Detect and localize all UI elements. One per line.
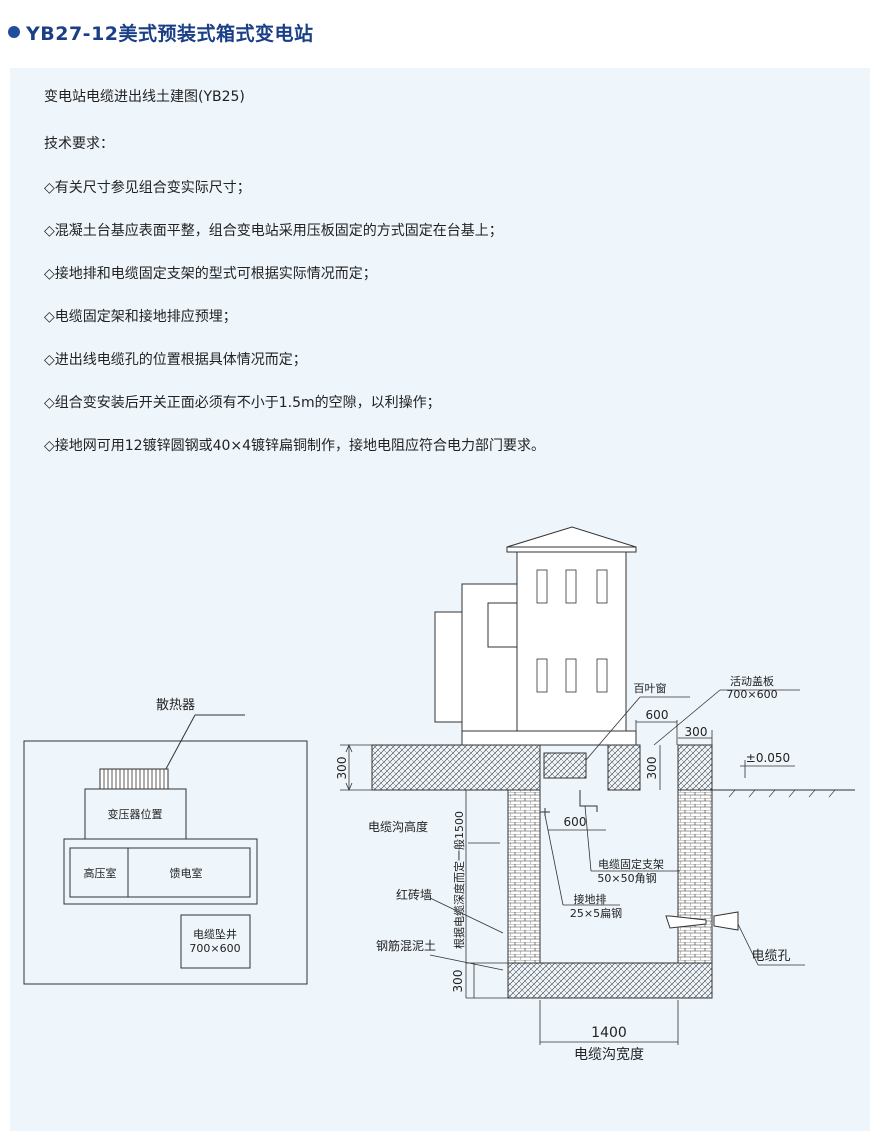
trench-height-label: 电缆沟高度 (368, 819, 428, 834)
plan-view (23, 714, 308, 985)
feeder-room-label: 馈电室 (170, 866, 203, 880)
cable-hole-icon (665, 915, 707, 929)
concrete-base (507, 962, 713, 999)
radiator-side (434, 611, 463, 723)
page-title: YB27-12美式预装式箱式变电站 (26, 22, 314, 45)
cable-pit-box (180, 914, 251, 969)
dim-300-bottom: 300 (451, 970, 465, 993)
cable-pit-size: 700×600 (189, 942, 240, 955)
width-label: 电缆沟宽度 (574, 1046, 644, 1063)
brick-wall-right (677, 789, 713, 964)
requirement-item: ◇混凝土台基应表面平整，组合变电站采用压板固定的方式固定在台基上； (44, 223, 503, 239)
drawing-subtitle: 变电站电缆进出线土建图(YB25) (44, 89, 245, 105)
section-view (371, 526, 855, 999)
brick-wall-label: 红砖墙 (396, 887, 432, 902)
ground-bar-spec: 25×5扁钢 (570, 907, 622, 920)
bracket-label: 电缆固定支架 (598, 857, 664, 871)
bracket-spec: 50×50角钢 (597, 872, 656, 885)
requirement-item: ◇有关尺寸参见组合变实际尺寸； (44, 180, 251, 196)
radiator-label: 散热器 (156, 698, 195, 713)
concrete-slab-left (371, 744, 541, 791)
switchgear-outer (63, 838, 258, 905)
width-value: 1400 (591, 1025, 627, 1041)
concrete-slab-right (677, 744, 713, 791)
content-panel: 变电站电缆进出线土建图(YB25) 技术要求： ◇有关尺寸参见组合变实际尺寸； … (10, 68, 870, 1131)
roof (506, 526, 637, 548)
ground-bar-label: 接地排 (574, 892, 607, 906)
cable-pit-label: 电缆坠井 (193, 927, 237, 941)
requirement-item: ◇组合变安装后开关正面必须有不小于1.5m的空隙，以利操作； (44, 395, 441, 411)
plan-outline (23, 740, 308, 985)
dim-600-top: 600 (646, 708, 669, 722)
hv-room-label: 高压室 (84, 866, 117, 880)
concrete-label: 钢筋混泥土 (376, 938, 436, 953)
cover-label: 活动盖板 (730, 674, 774, 688)
louver-label: 百叶窗 (634, 681, 667, 695)
dim-600-mid: 600 (564, 815, 587, 829)
switchgear-inner (69, 847, 251, 898)
concrete-slab-mid (607, 744, 641, 791)
cover-size: 700×600 (726, 688, 777, 701)
page-header: YB27-12美式预装式箱式变电站 (8, 20, 314, 45)
requirements-title: 技术要求： (44, 136, 114, 152)
louver-grate (543, 752, 587, 779)
bullet-dot-icon (8, 26, 20, 38)
dimension-lines (340, 689, 805, 1045)
level-label: ±0.050 (746, 751, 790, 765)
requirement-item: ◇接地网可用12镀锌圆钢或40×4镀锌扁铜制作，接地电阻应符合电力部门要求。 (44, 438, 546, 454)
requirement-item: ◇进出线电缆孔的位置根据具体情况而定； (44, 352, 307, 368)
dim-300-left: 300 (335, 757, 349, 780)
requirement-item: ◇接地排和电缆固定支架的型式可根据实际情况而定； (44, 266, 377, 282)
transformer-label: 变压器位置 (108, 807, 163, 821)
dim-300-mid: 300 (645, 757, 659, 780)
housing-vents (536, 569, 608, 693)
depth-note: 根据电缆深度而定一般1500 (452, 811, 466, 949)
requirement-item: ◇电缆固定架和接地排应预埋； (44, 309, 237, 325)
dim-300-right: 300 (685, 725, 708, 739)
cable-hole-label: 电缆孔 (751, 948, 790, 964)
radiator-icon (99, 768, 169, 790)
brick-wall-left (507, 789, 541, 964)
